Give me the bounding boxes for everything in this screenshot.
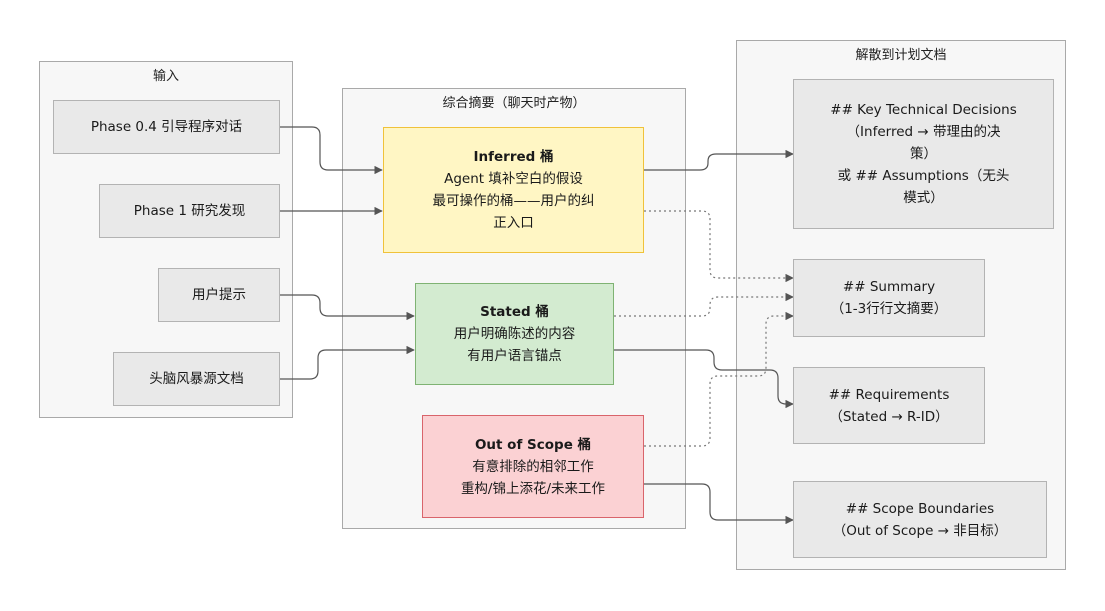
edge-prompt-to-stated [280,294,415,321]
inferred-bucket: Inferred 桶 Agent 填补空白的假设 最可操作的桶——用户的纠 正入… [383,127,644,253]
scope-line2: （Out of Scope → 非目标） [832,522,1008,539]
plan-requirements: ## Requirements （Stated → R-ID） [793,367,985,444]
inferred-bucket-line2: 最可操作的桶——用户的纠 [432,193,595,209]
decisions-line3: 策） [910,146,937,162]
inferred-bucket-line1: Agent 填补空白的假设 [444,171,583,187]
inferred-bucket-line3: 正入口 [493,215,534,231]
edge-inferred-to-summary [644,210,794,283]
edge-stated-to-summary [614,292,794,317]
stated-bucket-line1: 用户明确陈述的内容 [453,326,576,342]
requirements-line1: ## Requirements [828,386,950,403]
decisions-line5: 模式） [903,190,944,206]
decisions-line1: ## Key Technical Decisions [830,102,1017,118]
summary-line2: （1-3行行文摘要） [830,301,948,317]
summary-group-title: 综合摘要（聊天时产物） [442,96,586,111]
input-phase04-label: Phase 0.4 引导程序对话 [90,119,243,135]
plan-scope-boundaries: ## Scope Boundaries （Out of Scope → 非目标） [793,481,1047,558]
out-of-scope-bucket: Out of Scope 桶 有意排除的相邻工作 重构/锦上添花/未来工作 [422,415,644,518]
edge-brainstorm-to-stated [280,345,415,380]
edge-inferred-to-decisions [644,149,794,171]
decisions-line4: 或 ## Assumptions（无头 [837,168,1010,184]
stated-bucket: Stated 桶 用户明确陈述的内容 有用户语言锚点 [415,283,614,385]
input-brainstorm-doc: 头脑风暴源文档 [113,352,280,406]
plan-summary: ## Summary （1-3行行文摘要） [793,259,985,337]
requirements-line2: （Stated → R-ID） [829,408,949,425]
edge-stated-to-requirements [614,349,794,409]
summary-line1: ## Summary [842,279,936,295]
input-user-prompt: 用户提示 [158,268,280,322]
stated-bucket-title: Stated 桶 [480,304,549,320]
scope-line1: ## Scope Boundaries [845,500,995,517]
input-phase1-label: Phase 1 研究发现 [133,203,246,219]
plan-key-technical-decisions: ## Key Technical Decisions （Inferred → 带… [793,79,1054,229]
edge-oos-to-summary [644,311,794,447]
input-brainstorm-doc-label: 头脑风暴源文档 [149,371,244,387]
edge-oos-to-scope [644,483,794,525]
plan-group-title: 解散到计划文档 [855,48,947,63]
decisions-line2: （Inferred → 带理由的决 [846,124,1001,140]
input-user-prompt-label: 用户提示 [192,287,246,303]
out-of-scope-bucket-line1: 有意排除的相邻工作 [472,458,594,475]
inferred-bucket-title: Inferred 桶 [473,149,554,165]
input-phase04: Phase 0.4 引导程序对话 [53,100,280,154]
out-of-scope-bucket-line2: 重构/锦上添花/未来工作 [460,480,606,497]
edge-phase04-to-inferred [280,126,383,175]
input-phase1: Phase 1 研究发现 [99,184,280,238]
stated-bucket-line2: 有用户语言锚点 [467,348,562,364]
input-group-title: 输入 [152,69,179,84]
out-of-scope-bucket-title: Out of Scope 桶 [474,436,592,453]
